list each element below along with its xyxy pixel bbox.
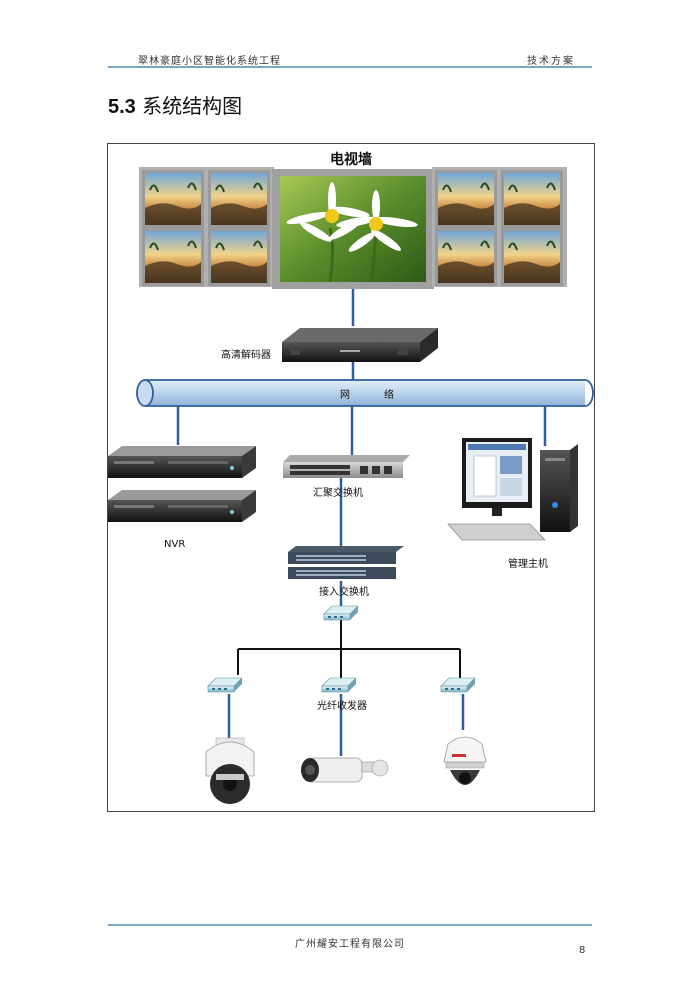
footer-rule bbox=[108, 924, 592, 926]
label-fiber-transceiver: 光纤收发器 bbox=[317, 701, 367, 712]
system-diagram-frame bbox=[107, 143, 595, 812]
label-network: 网 络 bbox=[340, 390, 395, 401]
page-number: 8 bbox=[579, 945, 586, 956]
dome-camera bbox=[443, 736, 487, 785]
video-wall bbox=[139, 167, 567, 289]
section-number: 5.3 bbox=[108, 96, 136, 118]
video-wall-tile bbox=[207, 169, 271, 229]
label-management-host: 管理主机 bbox=[508, 559, 548, 570]
video-wall-tile bbox=[434, 227, 498, 287]
ptz-dome-camera bbox=[205, 737, 255, 804]
fiber-transceiver-top bbox=[323, 605, 359, 621]
management-host-pc bbox=[447, 438, 578, 541]
header-rule bbox=[108, 66, 592, 68]
section-title-text: 系统结构图 bbox=[142, 94, 243, 118]
hd-decoder bbox=[282, 328, 438, 362]
core-switch bbox=[283, 455, 410, 478]
video-wall-tile bbox=[207, 227, 271, 287]
video-wall-tile bbox=[500, 227, 564, 287]
fiber-transceiver-center bbox=[321, 677, 357, 693]
fiber-distribution-lines bbox=[237, 620, 461, 678]
access-switch bbox=[288, 546, 404, 579]
section-heading: 5.3 系统结构图 bbox=[108, 90, 242, 119]
bullet-camera bbox=[301, 757, 389, 783]
fiber-transceiver-right bbox=[440, 677, 476, 693]
video-wall-tile bbox=[141, 169, 205, 229]
flower-image bbox=[286, 182, 418, 283]
label-video-wall: 电视墙 bbox=[330, 152, 372, 168]
label-core-switch: 汇聚交换机 bbox=[313, 488, 363, 499]
video-wall-tile bbox=[500, 169, 564, 229]
footer-company: 广州耀安工程有限公司 bbox=[295, 939, 405, 950]
header-project-title: 翠林豪庭小区智能化系统工程 bbox=[138, 56, 281, 67]
label-access-switch: 接入交换机 bbox=[319, 587, 369, 598]
label-hd-decoder: 高清解码器 bbox=[221, 350, 271, 361]
network-bus bbox=[136, 379, 594, 407]
label-nvr: NVR bbox=[164, 539, 186, 550]
nvr-unit bbox=[108, 490, 256, 522]
fiber-transceiver-left bbox=[207, 677, 243, 693]
header-doc-type: 技术方案 bbox=[527, 56, 575, 67]
video-wall-tile bbox=[141, 227, 205, 287]
connection-lines bbox=[176, 289, 547, 756]
video-wall-tile bbox=[434, 169, 498, 229]
nvr-unit bbox=[108, 446, 256, 478]
